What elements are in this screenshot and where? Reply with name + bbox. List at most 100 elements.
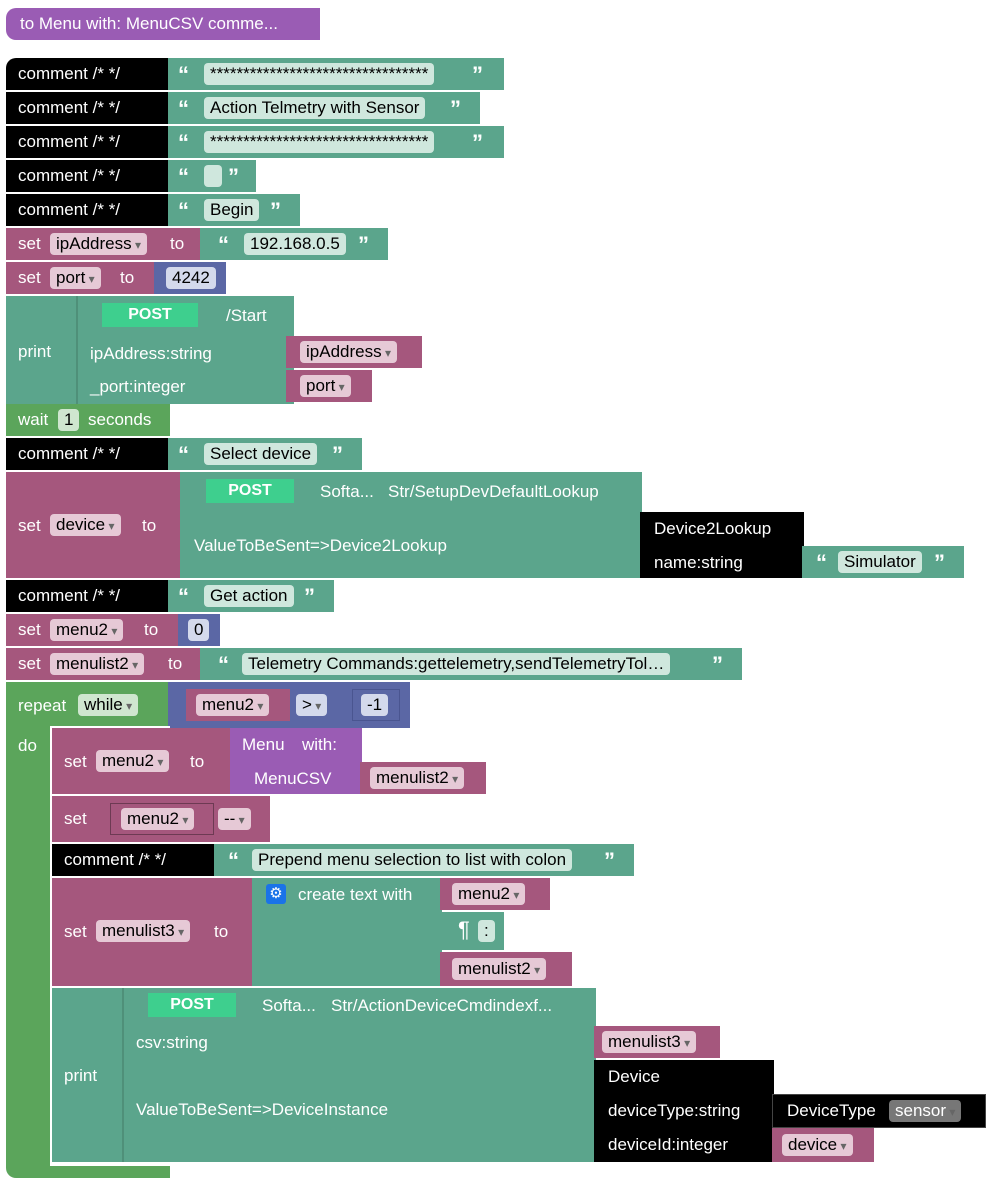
variable-dropdown[interactable]: device (50, 514, 121, 536)
comment-block-3[interactable]: comment /* */ (6, 126, 168, 158)
create-text-block[interactable]: ⚙ create text with (252, 878, 442, 986)
operator-dropdown[interactable]: > (296, 694, 328, 716)
variable-dropdown[interactable]: ipAddress (50, 233, 147, 255)
comment-block-2[interactable]: comment /* */ (6, 92, 168, 124)
text-field[interactable]: Telemetry Commands:gettelemetry,sendTele… (242, 653, 671, 675)
variable-dropdown[interactable]: port (300, 375, 351, 397)
object-name: Device2Lookup (654, 519, 772, 538)
decrement-block[interactable]: set menu2 -- (52, 796, 270, 842)
comment-block-6[interactable]: comment /* */ (6, 438, 168, 470)
post-method-badge: POST (206, 479, 294, 503)
wait-value[interactable]: 1 (58, 409, 80, 431)
text-block-1[interactable]: “ ********************************* ” (168, 58, 504, 90)
comment-block-7[interactable]: comment /* */ (6, 580, 168, 612)
with-keyword: with: (302, 735, 337, 754)
menu2-var-block[interactable]: menu2 (186, 689, 290, 721)
menulist2-var-block[interactable]: menulist2 (440, 952, 572, 986)
text-block-8[interactable]: “ Prepend menu selection to list with co… (214, 844, 634, 876)
comment-block-8[interactable]: comment /* */ (52, 844, 216, 876)
set-ipaddress-block[interactable]: set ipAddress to (6, 228, 200, 260)
set-device-block[interactable]: set device to (6, 472, 182, 578)
menu2-number-block[interactable]: 0 (178, 614, 220, 646)
loop-set-menu2-block[interactable]: set menu2 to (52, 728, 232, 794)
ip-text-block[interactable]: “ 192.168.0.5 ” (200, 228, 388, 260)
simulator-text-block[interactable]: “ Simulator ” (802, 546, 964, 578)
number-value[interactable]: -1 (361, 694, 389, 716)
variable-dropdown[interactable]: menu2 (196, 694, 270, 716)
variable-dropdown[interactable]: menu2 (50, 619, 124, 641)
comment-block-1[interactable]: comment /* */ (6, 58, 168, 90)
device-object[interactable]: Device deviceType:string deviceId:intege… (594, 1060, 774, 1162)
variable-dropdown[interactable]: ipAddress (300, 341, 397, 363)
menulist3-var-block[interactable]: menulist3 (594, 1026, 720, 1058)
ip-value[interactable]: 192.168.0.5 (244, 233, 346, 255)
text-field[interactable]: Begin (204, 199, 260, 221)
port-var-block[interactable]: port (286, 370, 372, 402)
close-quote-icon: ” (358, 232, 369, 257)
text-field[interactable]: Prepend menu selection to list with colo… (252, 849, 573, 871)
set-menulist3-block[interactable]: set menulist3 to (52, 878, 254, 986)
port-value[interactable]: 4242 (166, 267, 216, 289)
variable-dropdown[interactable]: device (782, 1134, 853, 1156)
text-block-6[interactable]: “ Select device ” (168, 438, 362, 470)
text-block-3[interactable]: “ ********************************* ” (168, 126, 504, 158)
variable-dropdown[interactable]: port (50, 267, 101, 289)
variable-dropdown[interactable]: menu2 (121, 808, 195, 830)
set-keyword: set (64, 922, 87, 941)
menulist2-text-block[interactable]: “ Telemetry Commands:gettelemetry,sendTe… (200, 648, 742, 680)
text-field[interactable]: Action Telmetry with Sensor (204, 97, 426, 119)
procedure-header[interactable]: to Menu with: MenuCSV comme... (6, 8, 320, 40)
variable-dropdown[interactable]: menulist3 (602, 1031, 697, 1053)
repeat-mode-dropdown[interactable]: while (78, 694, 139, 716)
port-number-block[interactable]: 4242 (154, 262, 226, 294)
menu-function-call[interactable]: Menu with: MenuCSV (230, 728, 362, 794)
variable-dropdown[interactable]: menu2 (452, 883, 526, 905)
text-block-2[interactable]: “ Action Telmetry with Sensor ” (168, 92, 480, 124)
text-block-7[interactable]: “ Get action ” (168, 580, 334, 612)
text-field[interactable]: Simulator (838, 551, 922, 573)
print-start-block[interactable]: print POST /Start ipAddress:string _port… (6, 296, 294, 404)
text-block-4[interactable]: “ ” (168, 160, 256, 192)
variable-dropdown[interactable]: menu2 (96, 750, 170, 772)
gear-icon[interactable]: ⚙ (266, 884, 286, 904)
text-block-5[interactable]: “ Begin ” (168, 194, 300, 226)
menu2-var-block[interactable]: menu2 (110, 803, 214, 835)
variable-dropdown[interactable]: menulist2 (370, 767, 465, 789)
menulist2-var-block[interactable]: menulist2 (360, 762, 486, 794)
text-field[interactable]: Select device (204, 443, 318, 465)
number-value[interactable]: 0 (188, 619, 210, 641)
menu2-var-block[interactable]: menu2 (440, 878, 550, 910)
variable-dropdown[interactable]: menulist2 (452, 958, 547, 980)
operator-dropdown[interactable]: -- (218, 808, 251, 830)
text-field[interactable]: : (478, 920, 495, 942)
ipaddress-var-block[interactable]: ipAddress (286, 336, 422, 368)
variable-dropdown[interactable]: menulist3 (96, 920, 191, 942)
object-name: Device (608, 1067, 660, 1086)
print-action-block[interactable]: print POST Softa... Str/ActionDeviceCmdi… (52, 988, 596, 1162)
close-quote-icon: ” (228, 164, 239, 189)
comment-block-5[interactable]: comment /* */ (6, 194, 168, 226)
to-keyword: to (168, 654, 183, 673)
devicetype-enum-block[interactable]: DeviceType sensor (772, 1094, 986, 1128)
enum-dropdown[interactable]: sensor (889, 1100, 962, 1122)
device-var-block[interactable]: device (772, 1128, 874, 1162)
endpoint-path: Str/SetupDevDefaultLookup (388, 482, 599, 501)
wait-block[interactable]: wait 1 seconds (6, 404, 170, 436)
text-field[interactable]: Get action (204, 585, 294, 607)
device-lookup-call[interactable]: POST Softa... Str/SetupDevDefaultLookup … (180, 472, 642, 578)
comment-block-4[interactable]: comment /* */ (6, 160, 168, 192)
set-menu2-block[interactable]: set menu2 to (6, 614, 180, 646)
variable-dropdown[interactable]: menulist2 (50, 653, 145, 675)
print-keyword: print (64, 1066, 98, 1085)
comment-keyword: comment /* */ (64, 850, 167, 869)
text-field[interactable]: ********************************* (204, 63, 435, 85)
text-field[interactable]: ********************************* (204, 131, 435, 153)
pilcrow-icon: ¶ (458, 917, 470, 942)
compare-number-block[interactable]: -1 (352, 689, 400, 721)
device2lookup-object[interactable]: Device2Lookup name:string (640, 512, 804, 578)
colon-text-block[interactable]: ¶ : (440, 912, 504, 950)
set-port-block[interactable]: set port to (6, 262, 154, 294)
set-menulist2-block[interactable]: set menulist2 to (6, 648, 202, 680)
text-field[interactable] (204, 165, 222, 187)
compare-block[interactable]: menu2 > -1 (168, 682, 410, 728)
